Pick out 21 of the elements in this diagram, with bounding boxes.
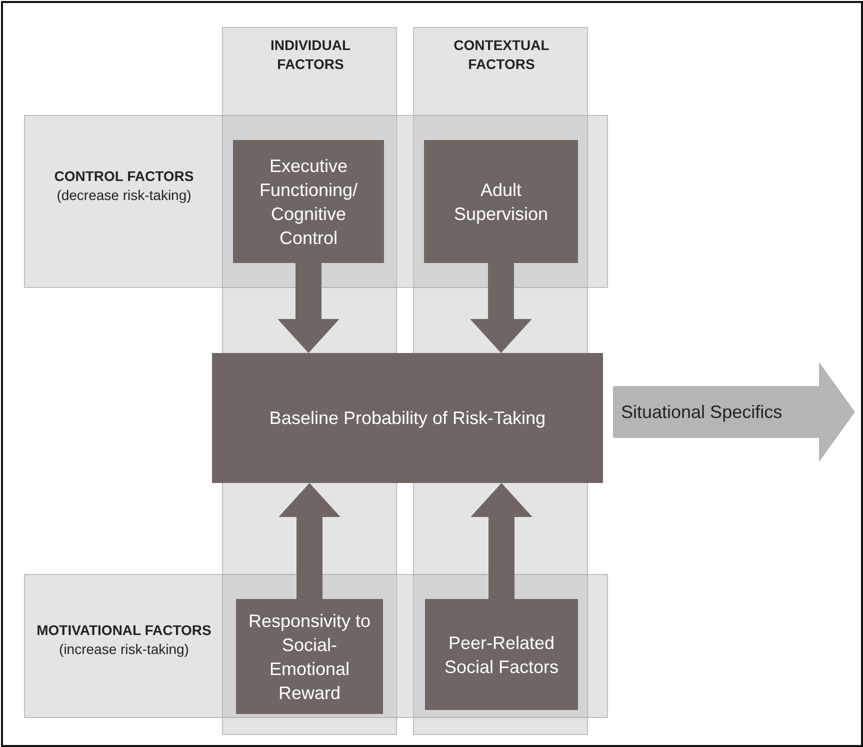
band-subheading: (decrease risk-taking) xyxy=(56,186,192,205)
arrow xyxy=(278,263,340,353)
arrow xyxy=(470,263,532,353)
band xyxy=(222,27,397,115)
band-heading: CONTEXTUAL FACTORS xyxy=(452,36,550,74)
process-box: Peer-Related Social Factors xyxy=(425,599,578,710)
process-box: Responsivity to Social-Emotional Reward xyxy=(236,599,383,714)
band-heading: MOTIVATIONAL FACTORS xyxy=(36,621,212,640)
band xyxy=(413,27,588,115)
band xyxy=(24,574,608,718)
arrow xyxy=(278,483,340,599)
band-subheading: (increase risk-taking) xyxy=(58,640,190,659)
band xyxy=(24,115,608,288)
block-arrow xyxy=(613,362,855,462)
arrow-label: Situational Specifics xyxy=(621,400,782,424)
band-heading: CONTROL FACTORS xyxy=(53,167,195,186)
arrow xyxy=(470,483,532,599)
process-box: Adult Supervision xyxy=(424,140,578,263)
band-heading: INDIVIDUAL FACTORS xyxy=(269,36,352,74)
process-box: Executive Functioning/ Cognitive Control xyxy=(233,140,384,263)
process-box: Baseline Probability of Risk-Taking xyxy=(212,353,603,483)
